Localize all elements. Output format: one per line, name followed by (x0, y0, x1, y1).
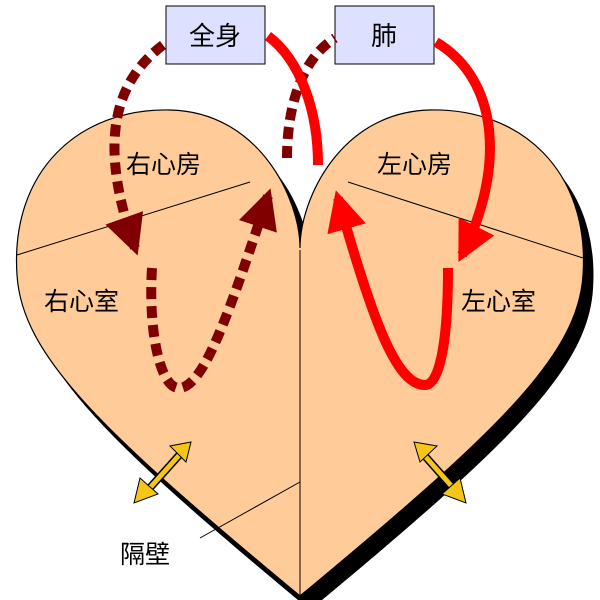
septum-arrow-left (133, 441, 192, 504)
left-atrium-label: 左心房 (377, 150, 452, 179)
pulmonary-artery-dash (282, 33, 338, 159)
body-box-label: 全身 (189, 22, 241, 52)
body-to-right-atrium-arrow (105, 41, 167, 256)
right-atrium-label: 右心房 (126, 150, 201, 179)
left-ventricle-loop-arrow (327, 190, 453, 391)
body-from-aorta-line (264, 32, 323, 166)
septum-pointer-line (199, 481, 301, 539)
right-ventricle-label: 右心室 (44, 287, 119, 316)
septum-arrow-right (413, 441, 467, 504)
right-ventricle-loop-arrow (146, 188, 277, 393)
left-ventricle-label: 左心室 (461, 287, 536, 316)
lungs-box: 肺 (334, 5, 435, 65)
body-box: 全身 (165, 5, 266, 65)
septum-label: 隔壁 (120, 540, 170, 569)
lungs-to-left-atrium-arrow (433, 37, 495, 263)
lungs-box-label: 肺 (371, 22, 397, 52)
